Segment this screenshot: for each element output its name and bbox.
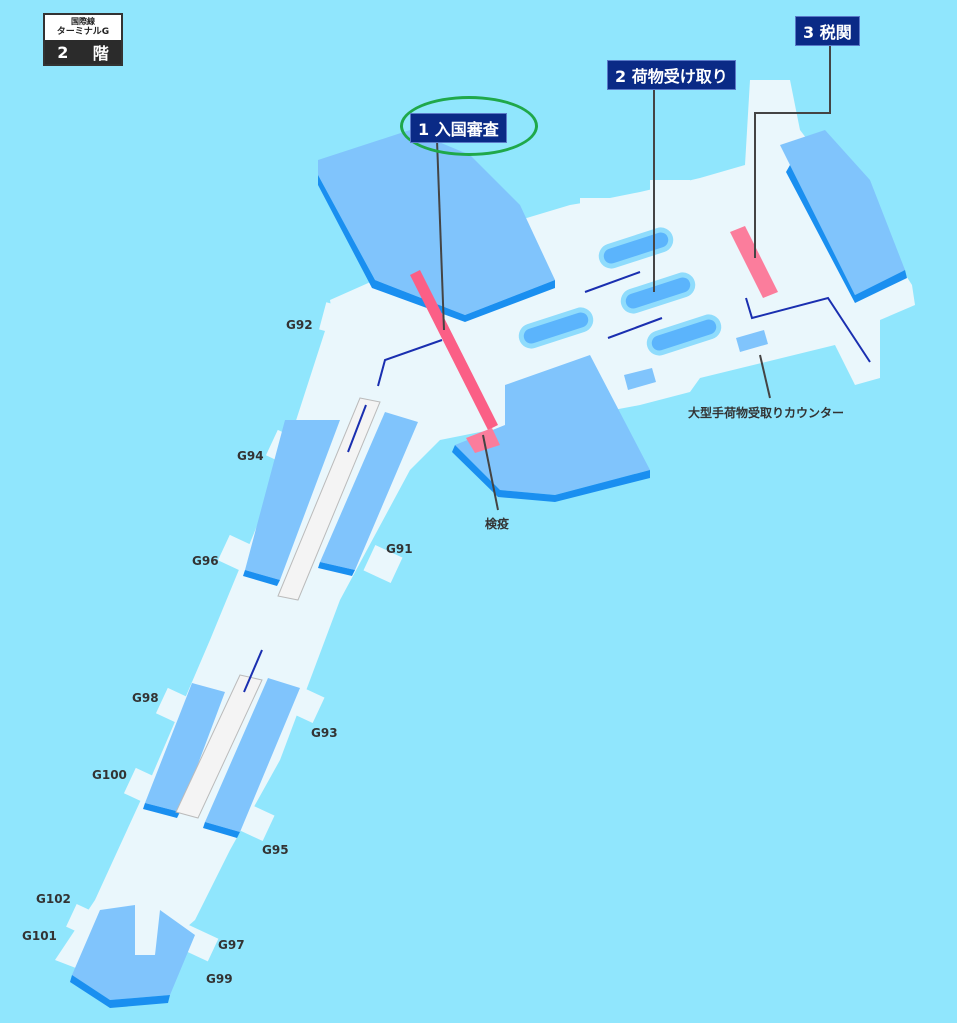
quarantine-label: 検疫	[485, 517, 510, 531]
gate-label: G102	[36, 892, 71, 906]
gate-label: G101	[22, 929, 57, 943]
step-number: 3	[803, 23, 815, 42]
floor-unit: 階	[92, 44, 109, 63]
step-baggage-claim-label[interactable]: 2 荷物受け取り	[607, 60, 736, 90]
gate-label: G93	[311, 726, 338, 740]
highlight-ring	[400, 96, 538, 156]
step-label: 税関	[819, 23, 852, 42]
step-number: 2	[615, 67, 627, 86]
buildings	[70, 130, 907, 1008]
gate-label: G99	[206, 972, 233, 986]
floor-indicator: 2 階	[45, 40, 121, 64]
floor-number: 2	[57, 42, 69, 62]
gate-label: G92	[286, 318, 313, 332]
gate-label: G97	[218, 938, 245, 952]
terminal-type: 国際線	[71, 17, 95, 26]
immigration-counters	[410, 226, 778, 453]
route-arrows	[243, 271, 871, 693]
gate-label: G91	[386, 542, 413, 556]
gate-label: G96	[192, 554, 219, 568]
gate-label: G95	[262, 843, 289, 857]
oversized-baggage-label: 大型手荷物受取りカウンター	[688, 406, 845, 420]
gate-label: G98	[132, 691, 159, 705]
floor-badge: 国際線 ターミナルG 2 階	[43, 13, 123, 66]
leader-lines	[436, 36, 831, 511]
step-immigration-label[interactable]: 1 入国審査	[410, 113, 507, 143]
terminal-name: ターミナルG	[56, 27, 110, 37]
step-number: 1	[418, 120, 430, 139]
gate-label: G100	[92, 768, 127, 782]
step-customs-label[interactable]: 3 税関	[795, 16, 860, 46]
step-label: 入国審査	[434, 120, 499, 139]
step-label: 荷物受け取り	[631, 67, 728, 86]
gate-label: G94	[237, 449, 264, 463]
escalators	[175, 397, 381, 819]
